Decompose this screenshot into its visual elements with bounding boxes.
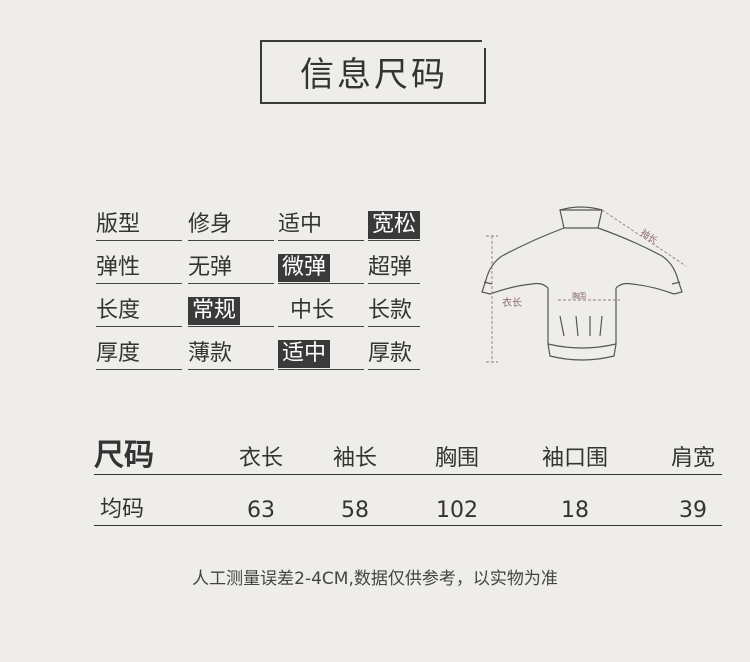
- attribute-label: 弹性: [96, 253, 182, 284]
- sketch-chest-label: 胸围: [572, 291, 586, 300]
- attribute-label: 版型: [96, 210, 182, 241]
- size-header-cell: 袖口围: [541, 446, 608, 471]
- table-row: 均码 63 58 102 18 39: [94, 487, 722, 526]
- sketch-sleeve-label: 袖长: [638, 226, 660, 246]
- attribute-label: 厚度: [96, 339, 182, 370]
- title-frame: 信息尺码: [260, 40, 486, 104]
- size-cell: 102: [436, 498, 478, 523]
- sketch-length-label: 衣长: [502, 296, 522, 309]
- size-table-header: 尺码 衣长 袖长 胸围 袖口围 肩宽: [94, 436, 722, 475]
- size-table: 尺码 衣长 袖长 胸围 袖口围 肩宽 均码 63 58 102 18 39: [94, 436, 722, 526]
- attribute-option-selected: 宽松: [368, 210, 420, 241]
- attribute-option: 中长: [278, 296, 364, 327]
- attribute-option: 厚款: [368, 339, 420, 370]
- size-cell: 18: [561, 498, 589, 523]
- attribute-option: 无弹: [188, 253, 274, 284]
- size-header-cell: 袖长: [332, 446, 377, 471]
- size-cell: 均码: [100, 497, 145, 522]
- attribute-option: 长款: [368, 296, 420, 327]
- size-cell: 39: [679, 498, 707, 523]
- attribute-option-selected: 适中: [278, 339, 364, 370]
- attribute-option: 薄款: [188, 339, 274, 370]
- attribute-option: 超弹: [368, 253, 420, 284]
- attribute-option: 适中: [278, 210, 364, 241]
- size-cell: 63: [247, 498, 275, 523]
- size-header-cell: 肩宽: [670, 446, 715, 471]
- sweater-sketch-illustration: 衣长 胸围 袖长: [481, 206, 687, 363]
- size-cell: 58: [341, 498, 369, 523]
- attribute-label: 长度: [96, 296, 182, 327]
- size-header-cell: 胸围: [434, 446, 479, 471]
- attribute-option-selected: 微弹: [278, 253, 364, 284]
- size-header-cell: 衣长: [238, 446, 283, 471]
- measurement-note: 人工测量误差2-4CM,数据仅供参考，以实物为准: [192, 569, 558, 589]
- attribute-option: 修身: [188, 210, 274, 241]
- size-header-cell: 尺码: [94, 438, 154, 473]
- attribute-option-selected: 常规: [188, 296, 274, 327]
- page-title: 信息尺码: [300, 54, 448, 95]
